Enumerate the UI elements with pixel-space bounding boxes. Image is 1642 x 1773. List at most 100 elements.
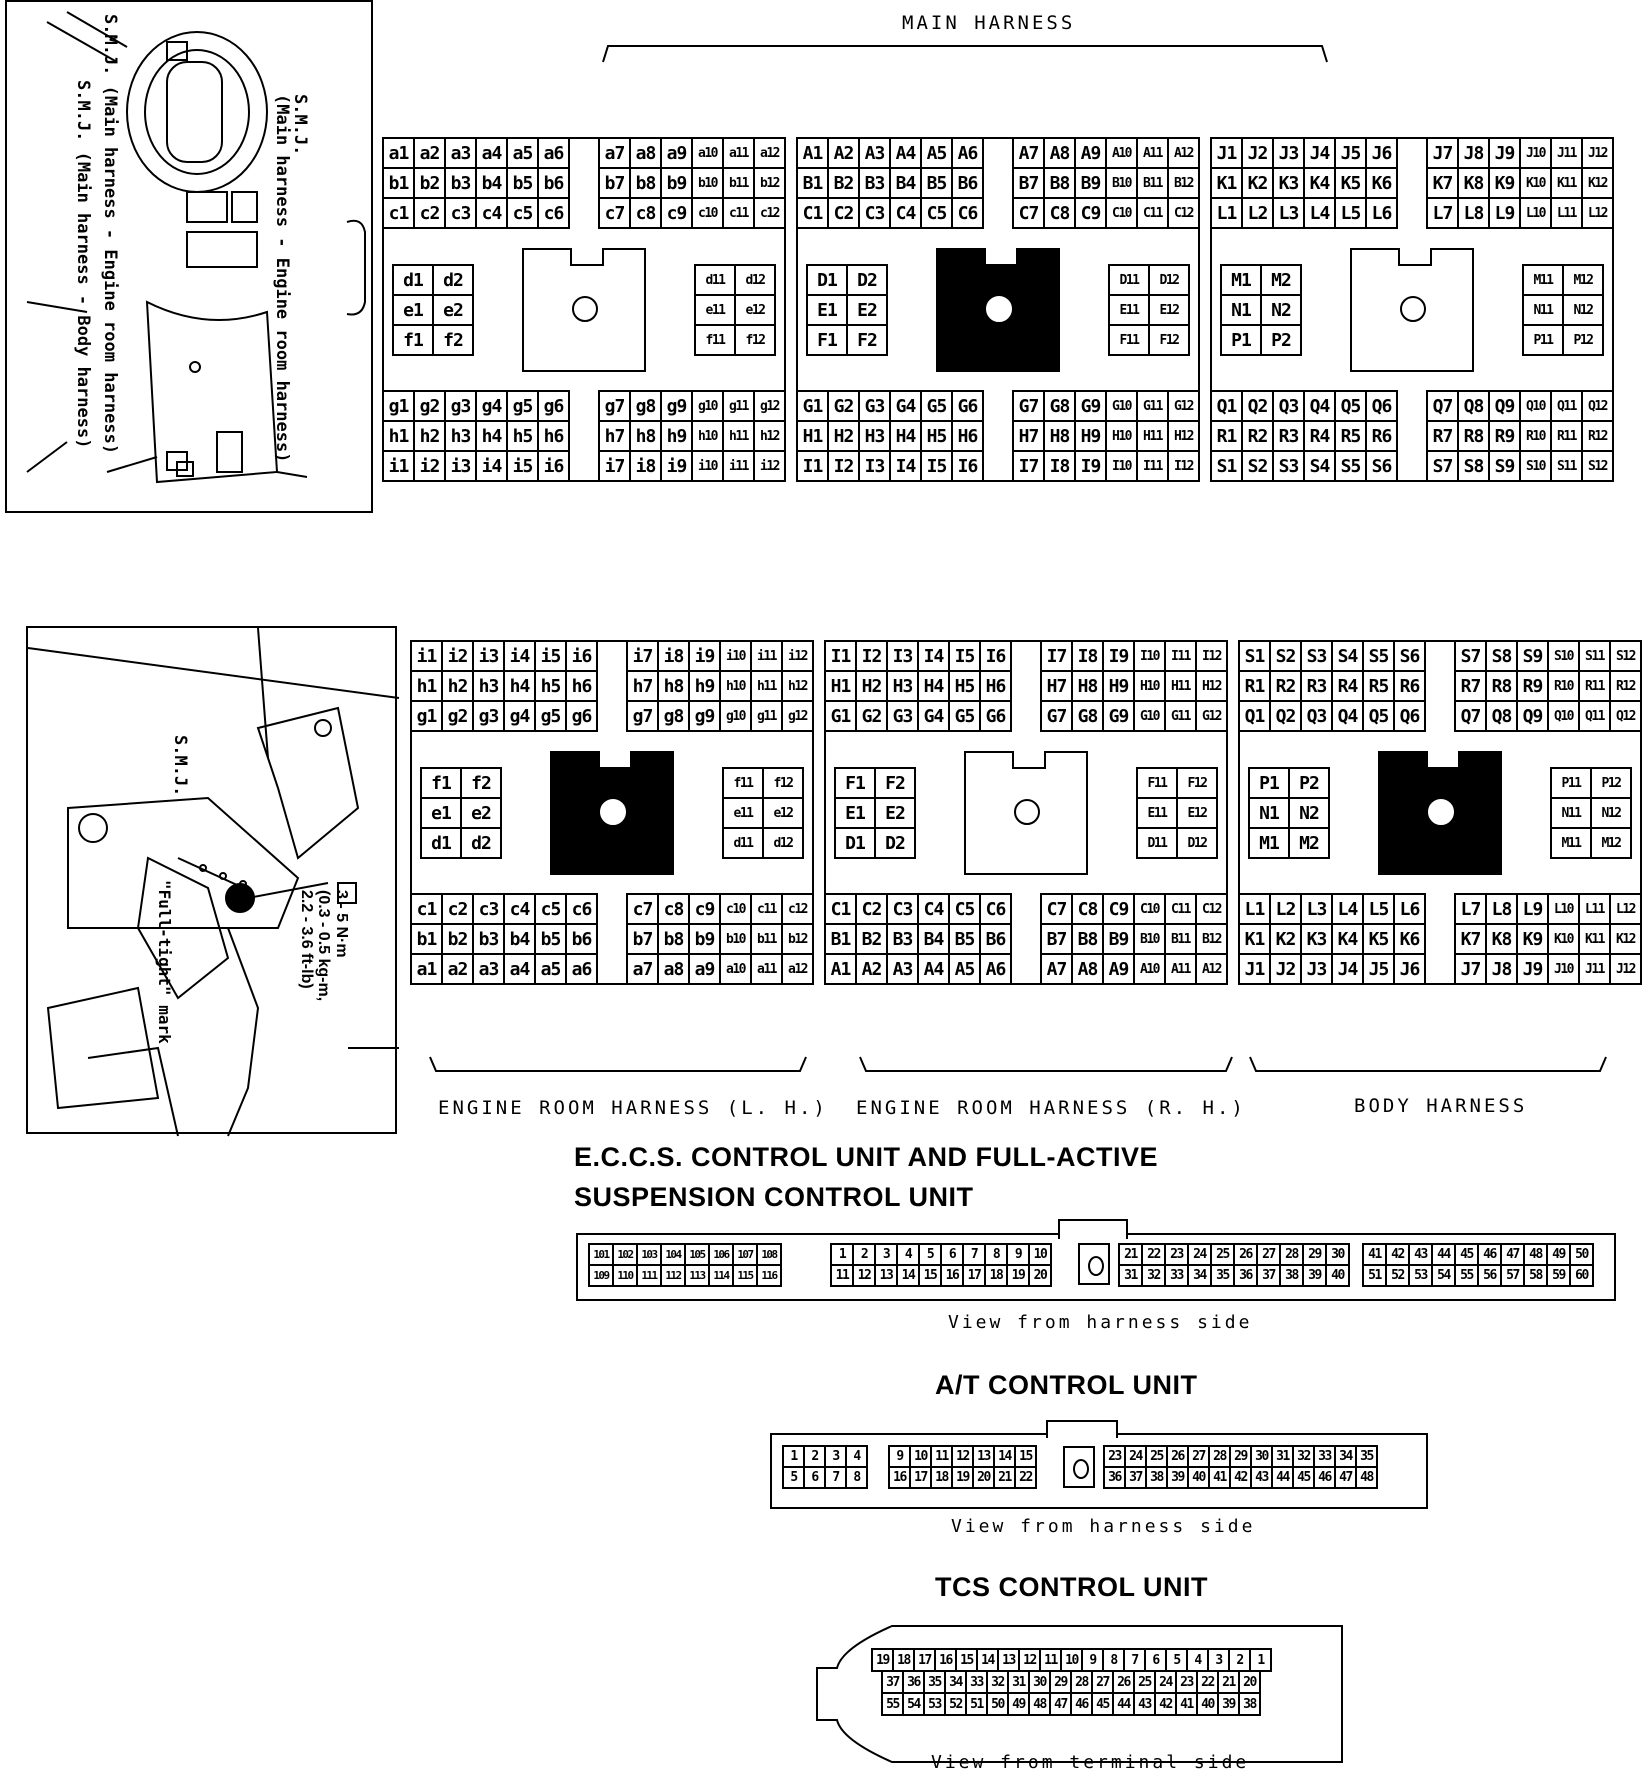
terminal-cell: G8 [1045,392,1076,422]
terminal-cell: 104 [662,1245,686,1266]
terminal-cell: 48 [1030,1694,1051,1716]
terminal-cell: M12 [1564,266,1604,296]
terminal-cell: C12 [1169,199,1200,229]
terminal-cell: Q5 [1336,392,1367,422]
terminal-cell: G6 [953,392,984,422]
terminal-cell: h6 [539,422,570,452]
terminal-cell: K1 [1240,925,1271,955]
terminal-cell: a9 [662,139,693,169]
terminal-cell: S1 [1240,642,1271,672]
terminal-cell: 36 [904,1672,925,1694]
terminal-cell: R12 [1583,422,1614,452]
terminal-cell: h10 [721,672,752,702]
terminal-cell: 1 [832,1245,854,1266]
terminal-cell: a10 [721,955,752,985]
terminal-cell: S2 [1243,452,1274,482]
terminal-cell: 7 [826,1468,847,1489]
terminal-cell: A2 [829,139,860,169]
terminal-cell: h5 [508,422,539,452]
terminal-cell: 28 [1281,1245,1304,1266]
terminal-cell: C4 [919,895,950,925]
terminal-cell: L8 [1487,895,1518,925]
terminal-cell: 25 [1135,1672,1156,1694]
terminal-cell: R3 [1274,422,1305,452]
engine-lh-bracket [429,1056,807,1072]
terminal-cell: B5 [922,169,953,199]
terminal-cell: 5 [920,1245,942,1266]
key-hole [572,296,598,322]
terminal-cell: 41 [1210,1468,1231,1489]
terminal-cell: E12 [1150,296,1190,326]
terminal-cell: g8 [659,702,690,732]
terminal-cell: g1 [412,702,443,732]
terminal-cell: C9 [1104,895,1135,925]
terminal-cell: a7 [600,139,631,169]
terminal-cell: 46 [1479,1245,1502,1266]
terminal-cell: 23 [1177,1672,1198,1694]
terminal-cell: N2 [1290,799,1330,829]
terminal-cell: h2 [415,422,446,452]
terminal-cell: 1 [1251,1650,1272,1672]
terminal-cell: 11 [932,1447,953,1468]
terminal-cell: G6 [981,702,1012,732]
terminal-cell: c2 [415,199,446,229]
terminal-cell: c12 [755,199,786,229]
terminal-cell: 57 [1502,1266,1525,1287]
terminal-cell: i7 [628,642,659,672]
terminal-cell: I10 [1135,642,1166,672]
terminal-cell: 47 [1336,1468,1357,1489]
terminal-cell: G9 [1104,702,1135,732]
terminal-cell: K2 [1243,169,1274,199]
terminal-cell: D1 [808,266,848,296]
terminal-cell: c1 [384,199,415,229]
terminal-cell: J6 [1395,955,1426,985]
terminal-cell: I3 [888,642,919,672]
terminal-cell: J10 [1521,139,1552,169]
tcs-connector [816,1625,1343,1763]
terminal-cell: i3 [446,452,477,482]
terminal-cell: c4 [477,199,508,229]
terminal-cell: c6 [539,199,570,229]
terminal-cell: i10 [721,642,752,672]
terminal-cell: 26 [1114,1672,1135,1694]
terminal-cell: R1 [1212,422,1243,452]
terminal-cell: h3 [446,422,477,452]
terminal-cell: E2 [876,799,916,829]
terminal-cell: 20 [1030,1266,1052,1287]
terminal-cell: g8 [631,392,662,422]
terminal-cell: h3 [474,672,505,702]
terminal-cell: 24 [1189,1245,1212,1266]
terminal-cell: 23 [1105,1447,1126,1468]
terminal-cell: 15 [1016,1447,1037,1468]
terminal-cell: 38 [1240,1694,1261,1716]
terminal-cell: B10 [1135,925,1166,955]
terminal-cell: e2 [434,296,474,326]
terminal-cell: I6 [981,642,1012,672]
terminal-cell: B1 [798,169,829,199]
terminal-cell: S12 [1583,452,1614,482]
terminal-cell: i5 [536,642,567,672]
terminal-cell: 55 [1456,1266,1479,1287]
terminal-cell: A10 [1107,139,1138,169]
terminal-cell: N11 [1524,296,1564,326]
terminal-cell: c2 [443,895,474,925]
terminal-cell: B10 [1107,169,1138,199]
terminal-cell: 4 [847,1447,868,1468]
terminal-cell: S7 [1428,452,1459,482]
terminal-cell: R9 [1518,672,1549,702]
terminal-cell: i5 [508,452,539,482]
terminal-cell: i4 [477,452,508,482]
terminal-cell: L1 [1240,895,1271,925]
terminal-cell: H10 [1135,672,1166,702]
terminal-cell: a3 [474,955,505,985]
terminal-cell: H1 [798,422,829,452]
terminal-cell: K12 [1583,169,1614,199]
